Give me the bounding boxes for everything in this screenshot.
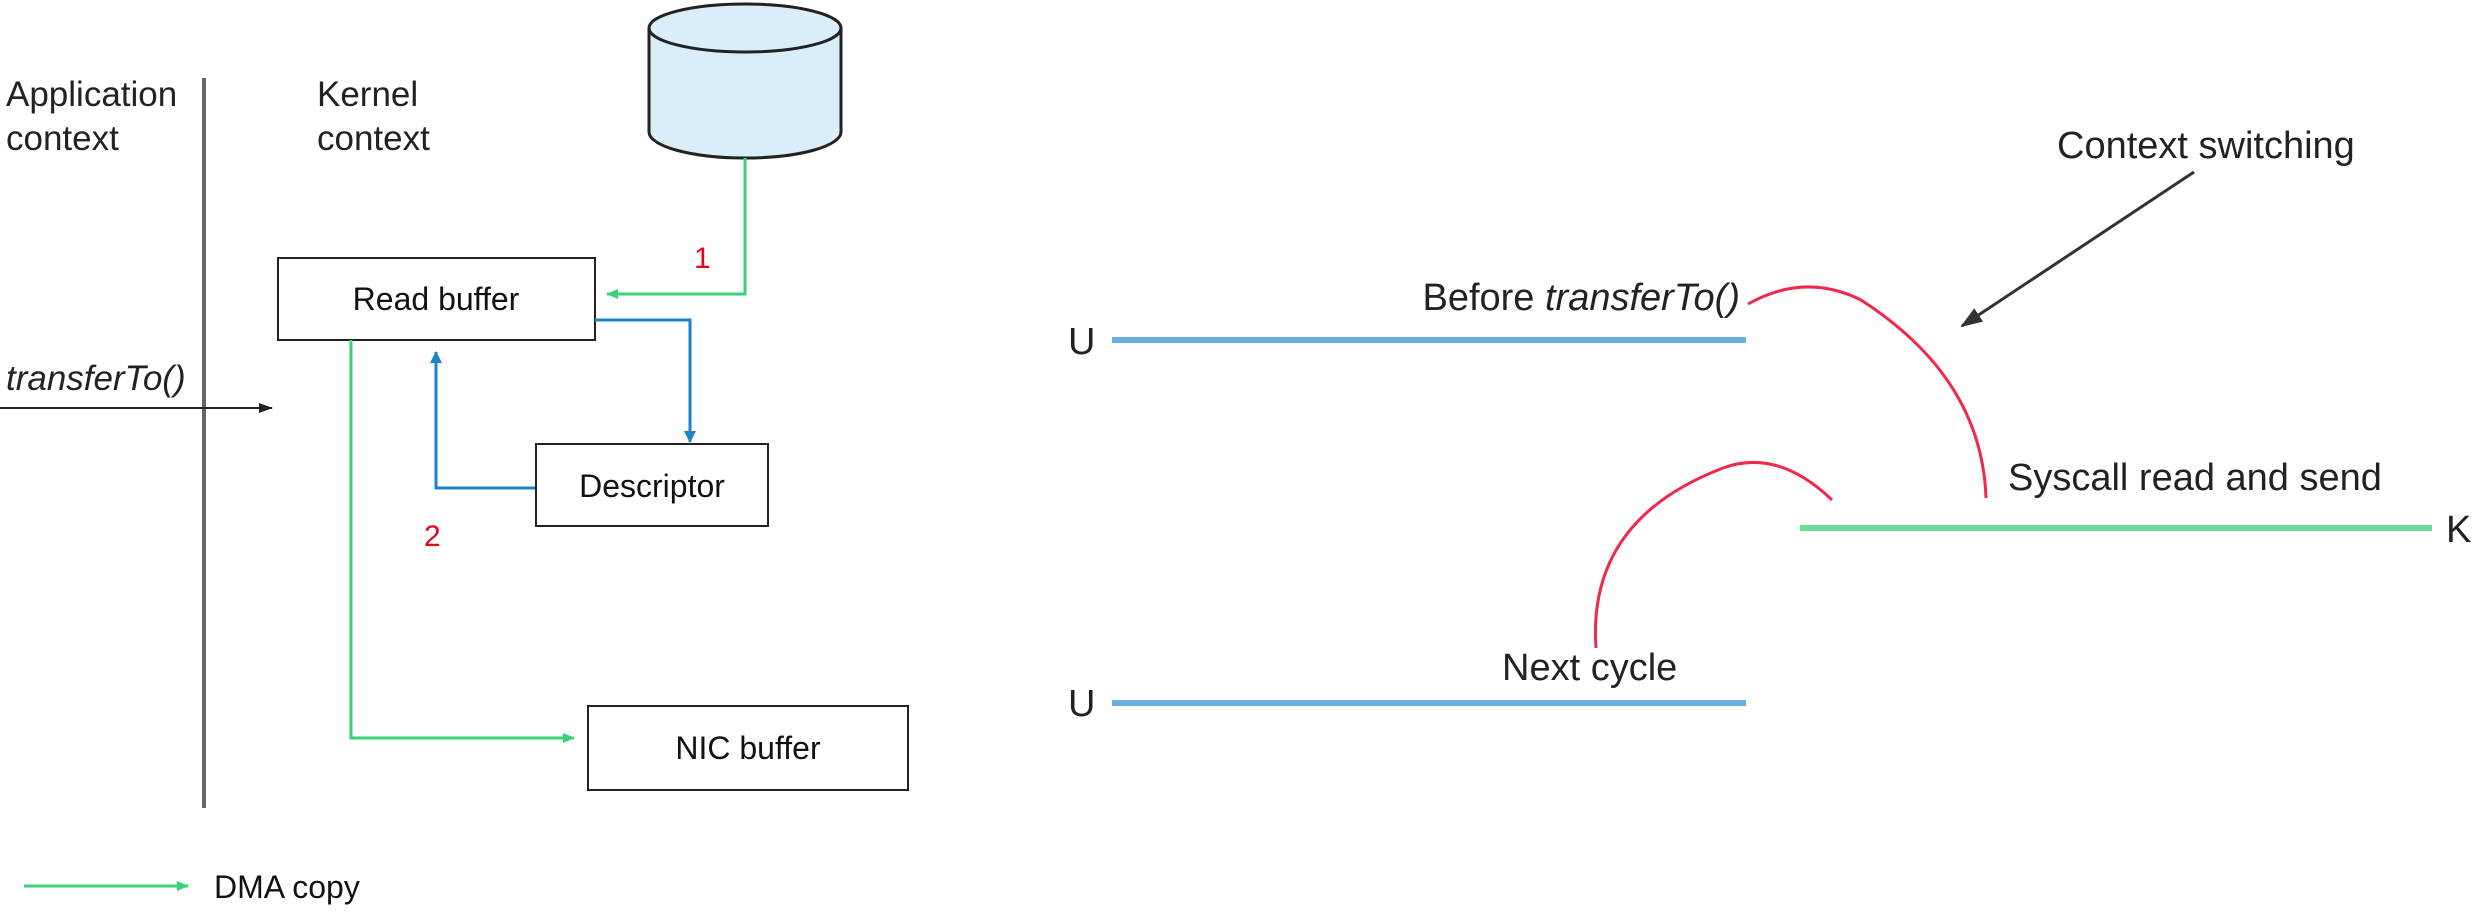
user-space-marker-top: U xyxy=(1068,321,1095,363)
descriptor-label: Descriptor xyxy=(579,468,725,504)
kernel-context-label: Kernel xyxy=(317,75,418,114)
nic-buffer-box xyxy=(587,705,909,791)
read-buffer-box xyxy=(277,257,596,341)
dma-copy-read-buffer-to-nic-arrow xyxy=(349,340,575,743)
context-switch-kernel-to-user-arc xyxy=(1593,461,1834,649)
dma-copy-disk-to-read-buffer-arrow xyxy=(606,158,747,299)
read-buffer-to-descriptor-arrow xyxy=(595,318,696,443)
context-switching-label: Context switching xyxy=(2057,125,2355,167)
disk-cylinder-icon xyxy=(647,2,843,160)
user-space-marker-bottom: U xyxy=(1068,683,1095,725)
nic-buffer-label: NIC buffer xyxy=(675,730,821,766)
kernel-context-label-line2: context xyxy=(317,119,430,158)
step-2-label: 2 xyxy=(424,520,441,553)
descriptor-box xyxy=(535,443,769,527)
context-switching-arrow xyxy=(1960,170,2195,328)
step-1-label: 1 xyxy=(694,242,711,275)
read-buffer-label: Read buffer xyxy=(353,281,520,317)
application-context-label: Application xyxy=(6,75,177,114)
legend-dma-copy-label: DMA copy xyxy=(214,869,360,905)
transferto-call-label: transferTo() xyxy=(6,359,186,398)
kernel-space-marker: K xyxy=(2446,509,2471,551)
syscall-read-and-send-label: Syscall read and send xyxy=(2008,457,2382,499)
before-transferto-label: Before transferTo() xyxy=(1422,277,1740,319)
next-cycle-label: Next cycle xyxy=(1502,647,1677,689)
descriptor-to-read-buffer-arrow xyxy=(430,351,536,490)
context-switch-user-to-kernel-arc xyxy=(1747,285,1988,499)
application-context-label-line2: context xyxy=(6,119,119,158)
